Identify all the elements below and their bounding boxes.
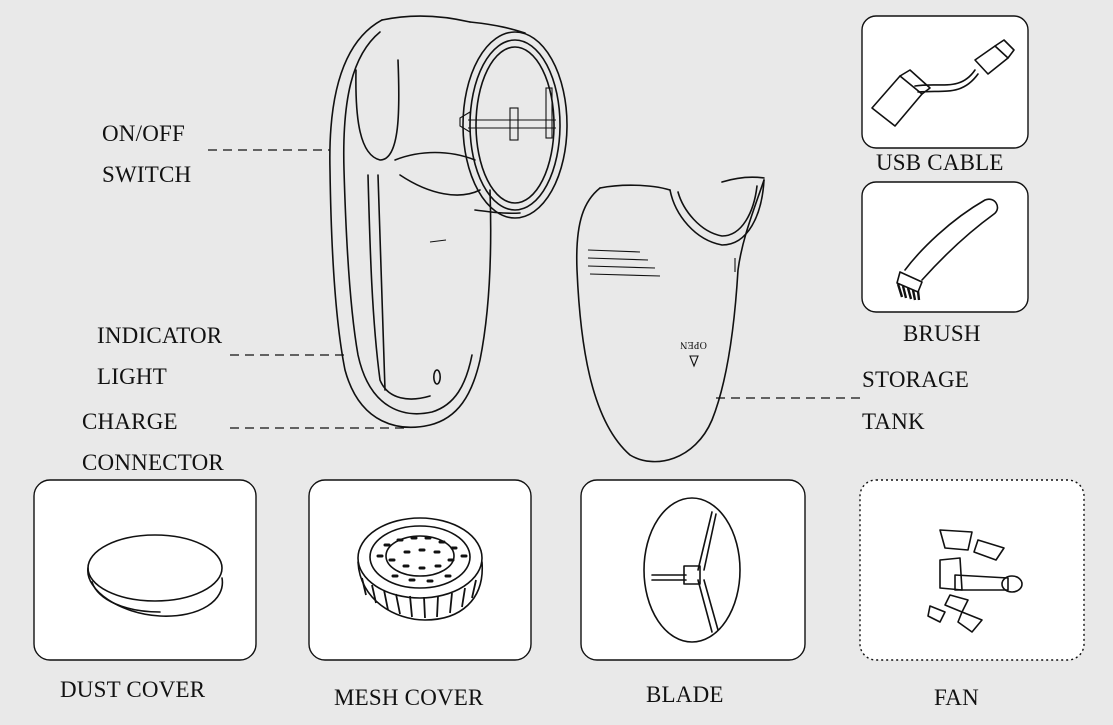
blade-panel	[580, 479, 806, 661]
indicator-label-line1: INDICATOR	[97, 323, 223, 348]
charge-label-line1: CHARGE	[82, 409, 178, 434]
blade-label: BLADE	[646, 682, 724, 707]
fan-panel	[859, 479, 1085, 661]
dust-cover-label: DUST COVER	[60, 677, 206, 702]
on-off-label-line2: SWITCH	[102, 162, 192, 187]
shaver-head	[459, 21, 568, 219]
usb-cable-panel	[861, 15, 1029, 149]
fan-label: FAN	[934, 685, 979, 710]
usb-cable-label: USB CABLE	[876, 150, 1004, 175]
open-marking: OPEN	[680, 339, 707, 350]
indicator-label-line2: LIGHT	[97, 364, 167, 389]
brush-label: BRUSH	[903, 321, 981, 346]
leader-lines	[208, 149, 862, 429]
shaver-body	[329, 15, 492, 428]
on-off-label-line1: ON/OFF	[102, 121, 186, 146]
storage-tank	[575, 176, 765, 463]
charge-label-line2: CONNECTOR	[82, 450, 224, 475]
storage-label-line1: STORAGE	[862, 367, 970, 392]
dust-cover-panel	[33, 479, 257, 661]
mesh-cover-panel	[308, 479, 532, 661]
storage-label-line2: TANK	[862, 409, 925, 434]
brush-panel	[861, 181, 1029, 313]
mesh-cover-label: MESH COVER	[334, 685, 484, 710]
